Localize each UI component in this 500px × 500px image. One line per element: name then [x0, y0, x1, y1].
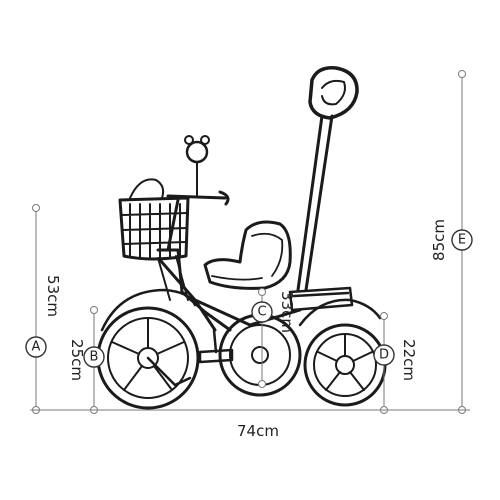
dimension-a-value: 53cm — [44, 275, 62, 317]
dimension-c-value: 33cm — [278, 291, 296, 333]
badge-d-label: D — [379, 348, 389, 363]
badge-b-label: B — [90, 350, 99, 365]
rear-storage-box — [288, 286, 354, 312]
dimension-d: D 22cm — [373, 312, 418, 414]
pedal — [198, 328, 234, 364]
badge-e — [451, 229, 473, 251]
badge-c — [251, 301, 273, 323]
bell — [185, 140, 209, 164]
dimension-e: E 85cm — [430, 70, 473, 414]
badge-a — [25, 336, 47, 358]
badge-c-label: C — [257, 305, 266, 320]
tricycle-illustration — [96, 66, 387, 410]
push-handle — [296, 114, 334, 292]
dimension-a: A 53cm — [25, 204, 62, 414]
dimension-d-value: 22cm — [400, 339, 418, 381]
dimension-total-length-value: 74cm — [237, 422, 279, 440]
badge-e-label: E — [458, 233, 466, 248]
rear-left-wheel — [96, 306, 200, 410]
dimension-b: B 25cm — [68, 306, 105, 414]
badge-d — [373, 344, 395, 366]
dimension-e-value: 85cm — [430, 219, 448, 261]
dimension-b-value: 25cm — [68, 339, 86, 381]
dimension-total-length: 74cm — [30, 409, 470, 440]
frame — [156, 248, 302, 332]
seat — [203, 220, 292, 290]
badge-a-label: A — [32, 340, 41, 355]
badge-b — [83, 346, 105, 368]
front-basket — [118, 178, 190, 261]
rear-right-wheel — [303, 323, 387, 407]
dimension-c: C 33cm — [251, 288, 296, 388]
rear-mudguard — [298, 298, 382, 327]
